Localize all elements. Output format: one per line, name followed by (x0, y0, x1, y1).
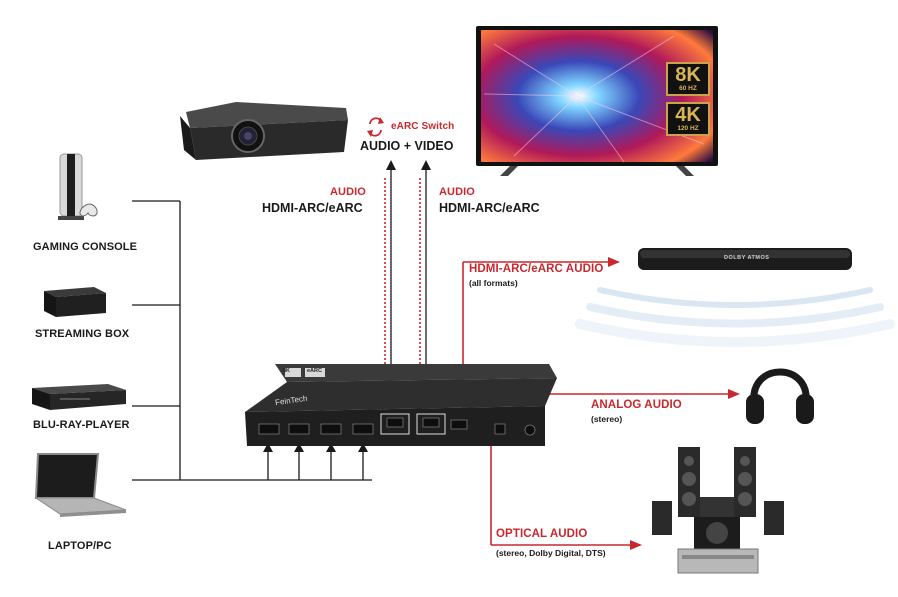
analog-title: ANALOG AUDIO (591, 399, 682, 411)
source-label-bluray-player: BLU-RAY-PLAYER (33, 419, 130, 431)
audio-left-sub: HDMI-ARC/eARC (262, 201, 363, 215)
badge-8k-res: 8K (675, 64, 701, 86)
laptop (32, 452, 132, 520)
badge-4k-hz: 120 HZ (677, 125, 699, 132)
television (474, 24, 720, 186)
headphones-icon (746, 368, 814, 424)
soundbar-sub: (all formats) (469, 278, 518, 288)
optical-title: OPTICAL AUDIO (496, 528, 588, 540)
badge-4k-res: 4K (675, 104, 701, 126)
laptop-icon (34, 453, 127, 517)
streaming-box-icon (44, 287, 106, 317)
bluray-player-icon (32, 384, 126, 410)
soundbar-brand: DOLBY ATMOS (724, 255, 770, 261)
badge-8k: 8K 60 HZ (666, 62, 710, 96)
earc-switch-label: eARC Switch (391, 121, 455, 132)
optical-sub: (stereo, Dolby Digital, DTS) (496, 548, 606, 558)
projector (176, 92, 356, 167)
audio-right-sub: HDMI-ARC/eARC (439, 201, 540, 215)
hdmi-switch-body (245, 364, 557, 446)
badge-8k-hz: 60 HZ (679, 85, 697, 92)
soundbar: DOLBY ATMOS (636, 244, 856, 274)
sound-waves (575, 287, 895, 347)
bluray-player (28, 378, 128, 414)
source-label-laptop: LAPTOP/PC (48, 540, 112, 552)
audio-left-title: AUDIO (330, 186, 366, 198)
badge-4k: 4K 120 HZ (666, 102, 710, 136)
headphones (740, 352, 820, 430)
projector-icon (180, 102, 348, 160)
speaker-system (648, 443, 788, 577)
hdmi-switch-device: 8K eARC FeinTech (245, 362, 557, 448)
soundbar-title: HDMI-ARC/eARC AUDIO (469, 263, 604, 275)
device-badge-earc: eARC (307, 368, 322, 374)
soundbar-icon (638, 248, 852, 270)
audio-right-title: AUDIO (439, 186, 475, 198)
analog-sub: (stereo) (591, 414, 623, 424)
tv-icon (476, 26, 718, 176)
audio-video-label: AUDIO + VIDEO (360, 139, 454, 153)
source-label-streaming-box: STREAMING BOX (35, 328, 130, 340)
gaming-console-icon (58, 153, 98, 220)
streaming-box (38, 283, 110, 323)
source-label-gaming-console: GAMING CONSOLE (33, 241, 138, 253)
gaming-console (48, 150, 108, 230)
speaker-system-icon (652, 447, 784, 574)
device-badge-8k: 8K (283, 368, 291, 374)
